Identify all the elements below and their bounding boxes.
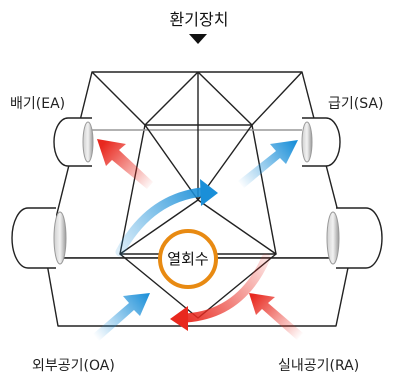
divider-line [91, 71, 146, 126]
exhaust-port [82, 121, 94, 163]
return-port [326, 211, 340, 265]
outdoor-air-label: 외부공기(OA) [32, 358, 115, 374]
return-air-label: 실내공기(RA) [278, 358, 360, 374]
outdoor-flow-arrow [93, 293, 150, 341]
return-flow-arrow [249, 293, 303, 340]
exhaust-duct [53, 117, 92, 167]
core-diamond-edge [144, 124, 199, 201]
exhaust-label: 배기(EA) [10, 96, 66, 112]
divider-line [251, 71, 303, 126]
outdoor-duct [11, 207, 56, 269]
heat-recovery-label: 열회수 [167, 250, 209, 268]
cool-curve-flow [115, 187, 207, 257]
core-diamond [119, 72, 277, 319]
warm-curve-arrowhead [170, 306, 188, 331]
heat-recovery-ring [158, 229, 218, 289]
exhaust-flow-arrow [97, 139, 153, 189]
supply-port [301, 121, 313, 163]
outdoor-port [53, 211, 67, 265]
core-diamond-edge [144, 71, 199, 126]
return-duct [336, 207, 383, 269]
device-title: 환기장치 [169, 10, 229, 29]
cool-curve-arrowhead [200, 179, 218, 206]
supply-label: 급기(SA) [328, 96, 384, 112]
down-pointer-icon [189, 34, 207, 44]
core-diamond-edge [197, 71, 253, 126]
warm-curve-flow [181, 253, 271, 323]
supply-flow-arrow [238, 140, 298, 188]
